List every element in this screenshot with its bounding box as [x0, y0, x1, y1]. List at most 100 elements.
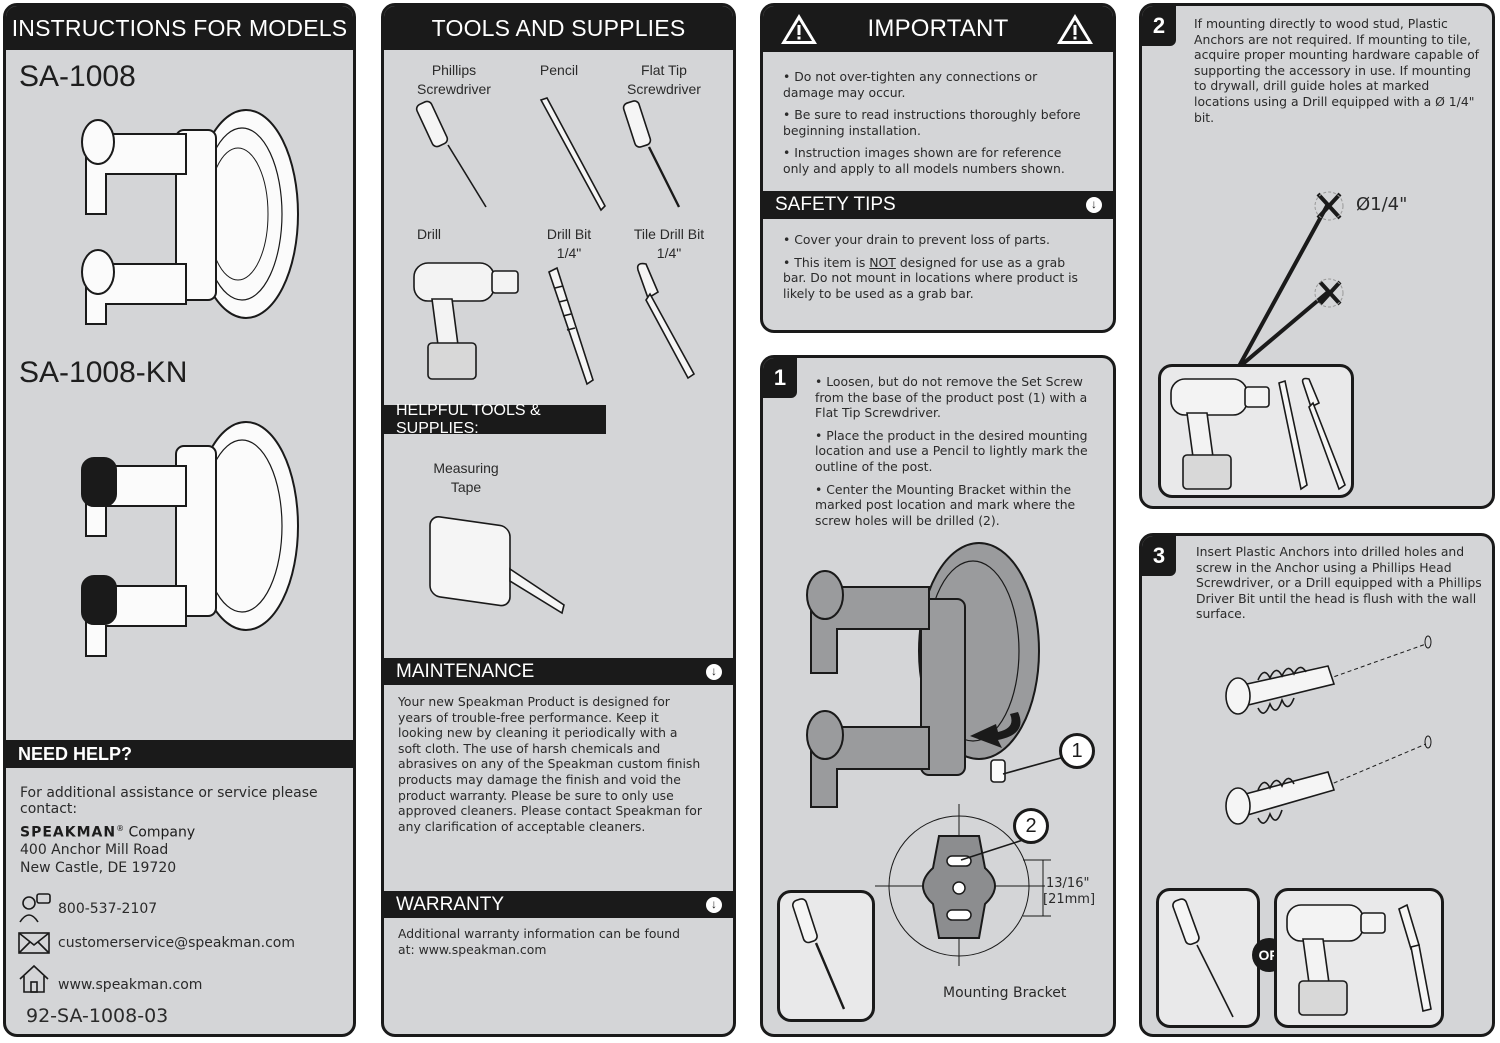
step1-bullet: • Loosen, but do not remove the Set Scre…	[815, 374, 1088, 421]
phillips-driver-bit-icon	[1398, 903, 1432, 1012]
step1-tool-box	[777, 890, 875, 1022]
flat-screwdriver-icon	[622, 100, 681, 208]
important-bullet-text: Do not over-tighten any connections or d…	[783, 69, 1038, 100]
tool-label-drill: Drill	[416, 226, 442, 242]
model-sa-1008-kn: SA-1008-KN	[19, 356, 188, 389]
step1-panel: 1 • Loosen, but do not remove the Set Sc…	[760, 355, 1116, 1037]
important-bullet: • Instruction images shown are for refer…	[783, 145, 1065, 176]
address-line-2: New Castle, DE 19720	[20, 860, 177, 876]
safety-bullet: • This item is NOT designed for use as a…	[783, 254, 1079, 301]
tool-label-measuring-tape: Measuring Tape	[433, 460, 499, 495]
warning-icon-left	[781, 14, 817, 44]
step2-number: 2	[1142, 6, 1176, 46]
step3-drill-box	[1274, 888, 1444, 1028]
email-icon	[18, 932, 50, 954]
step2-panel: 2 If mounting directly to wood stud, Pla…	[1139, 3, 1495, 509]
tool-label-pencil: Pencil	[539, 62, 579, 78]
contact-intro: For additional assistance or service ple…	[20, 785, 318, 817]
tile-drill-bit-icon	[1301, 377, 1346, 491]
rotation-arrow-icon	[970, 712, 1021, 748]
company-line: SPEAKMAN® Company	[20, 824, 195, 841]
mounting-bracket-label: Mounting Bracket	[943, 985, 1067, 1001]
step3-panel: 3 Insert Plastic Anchors into drilled ho…	[1139, 533, 1495, 1037]
important-title: IMPORTANT	[867, 15, 1009, 42]
website-url[interactable]: www.speakman.com	[58, 977, 203, 993]
safety-tips-title: SAFETY TIPS	[775, 194, 896, 215]
safety-bullet-pre: This item is	[794, 254, 870, 270]
safety-bullet-text: Cover your drain to prevent loss of part…	[794, 232, 1050, 247]
important-bullet-text: Instruction images shown are for referen…	[783, 145, 1065, 176]
callout-2-badge: 2	[1013, 808, 1049, 844]
towel-hook-kn-illustration	[81, 421, 299, 657]
maintenance-text: Your new Speakman Product is designed fo…	[398, 694, 702, 834]
important-bullets: • Do not over-tighten any connections or…	[783, 69, 1083, 184]
company-suffix: Company	[128, 824, 196, 841]
safety-tips-header: SAFETY TIPS ↓	[763, 191, 1113, 219]
safety-bullets: • Cover your drain to prevent loss of pa…	[783, 232, 1088, 308]
need-help-header: NEED HELP?	[6, 740, 353, 768]
step3-text: Insert Plastic Anchors into drilled hole…	[1196, 544, 1482, 622]
maintenance-arrow-icon: ↓	[705, 662, 723, 681]
warranty-header: WARRANTY ↓	[384, 891, 733, 918]
phone-number[interactable]: 800-537-2107	[58, 901, 158, 917]
callout-1-badge: 1	[1059, 733, 1095, 769]
warranty-arrow-icon: ↓	[705, 895, 723, 914]
safety-bullet: • Cover your drain to prevent loss of pa…	[783, 232, 1050, 247]
important-panel: IMPORTANT • Do not over-tighten any conn…	[760, 3, 1116, 333]
drill-icon	[413, 262, 519, 380]
important-header: IMPORTANT	[763, 6, 1113, 52]
step1-number: 1	[763, 358, 797, 398]
set-screw-icon	[990, 759, 1006, 783]
diameter-label: Ø1/4"	[1356, 194, 1408, 215]
helpful-tools-header: HELPFUL TOOLS & SUPPLIES:	[384, 402, 606, 437]
callout-2-text: 2	[1025, 814, 1037, 837]
phillips-screwdriver-icon	[1172, 898, 1234, 1018]
plastic-anchor-illustration	[1225, 635, 1432, 825]
drill-bit-icon	[1278, 379, 1308, 491]
step1-bullet-text: Place the product in the desired mountin…	[815, 427, 1088, 474]
model-sa-1008: SA-1008	[19, 60, 136, 93]
registered-mark: ®	[116, 824, 125, 833]
safety-bullet-post: designed for use as a grab bar. Do not m…	[783, 254, 1079, 301]
maintenance-header: MAINTENANCE ↓	[384, 658, 733, 685]
step3-number: 3	[1142, 536, 1176, 576]
important-bullet: • Do not over-tighten any connections or…	[783, 69, 1038, 100]
hook-installation-illustration	[806, 542, 1040, 808]
step1-bullet: • Place the product in the desired mount…	[815, 427, 1088, 474]
tools-header: TOOLS AND SUPPLIES	[384, 6, 733, 50]
models-header: INSTRUCTIONS FOR MODELS	[6, 6, 353, 50]
address-line-1: 400 Anchor Mill Road	[20, 842, 169, 858]
important-bullet-text: Be sure to read instructions thoroughly …	[783, 107, 1081, 138]
callout-2-pointer	[960, 839, 1024, 861]
warning-icon-right	[1057, 14, 1093, 44]
tools-panel: TOOLS AND SUPPLIES Phillips Screwdriver …	[381, 3, 736, 1037]
tool-label-flat-tip: Flat Tip Screwdriver	[627, 62, 701, 97]
callout-1-text: 1	[1071, 739, 1083, 762]
drill-bit-icon	[548, 266, 594, 386]
drill-icon	[1286, 904, 1386, 1016]
towel-hook-illustration	[81, 109, 299, 325]
home-icon	[19, 964, 49, 993]
company-brand: SPEAKMAN	[20, 824, 117, 841]
step3-screwdriver-box	[1156, 888, 1260, 1028]
dimension-mm: [21mm]	[1043, 892, 1096, 907]
mounting-bracket-illustration	[875, 804, 1051, 966]
tool-label-phillips: Phillips Screwdriver	[417, 62, 491, 97]
step1-bullet: • Center the Mounting Bracket within the…	[815, 481, 1076, 528]
support-agent-icon	[19, 893, 51, 923]
step1-bullet-text: Loosen, but do not remove the Set Screw …	[815, 374, 1088, 421]
safety-arrow-icon: ↓	[1085, 196, 1103, 214]
warranty-text: Additional warranty information can be f…	[398, 926, 681, 957]
tile-drill-bit-icon	[636, 262, 696, 380]
step1-bullets: • Loosen, but do not remove the Set Scre…	[815, 374, 1105, 535]
email-address[interactable]: customerservice@speakman.com	[58, 935, 295, 951]
safety-not-emphasis: NOT	[869, 254, 896, 270]
step2-tool-box	[1158, 364, 1354, 498]
tool-label-drill-bit: Drill Bit 1/4"	[546, 226, 592, 261]
warranty-title: WARRANTY	[396, 893, 505, 915]
pencil-icon	[539, 97, 606, 212]
drill-marks-illustration	[1236, 191, 1344, 370]
phillips-screwdriver-icon	[415, 100, 487, 208]
maintenance-title: MAINTENANCE	[396, 660, 535, 682]
important-bullet: • Be sure to read instructions thoroughl…	[783, 107, 1081, 138]
